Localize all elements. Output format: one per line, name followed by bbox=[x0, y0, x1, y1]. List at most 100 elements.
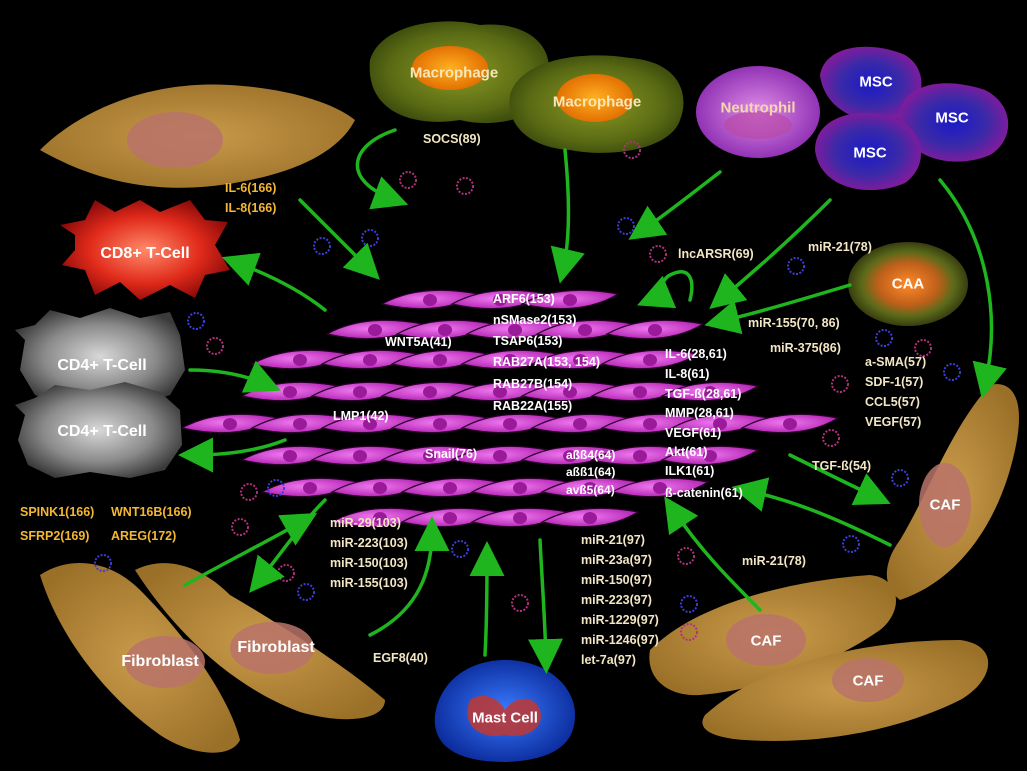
arrow-msc-to-tumor bbox=[709, 198, 832, 309]
arrow-msc-to-caf bbox=[938, 178, 1007, 399]
msc-cell-1 bbox=[820, 46, 922, 122]
mirna-left-item: miR-155(103) bbox=[330, 576, 408, 590]
arrow-neutrophil-to-tumor bbox=[628, 170, 722, 240]
arrow-mast-to-tumor bbox=[469, 541, 505, 657]
vesicle bbox=[677, 547, 695, 565]
arrow-caf-to-tumor bbox=[731, 477, 892, 547]
neutrophil-cell bbox=[696, 66, 820, 158]
lmp1-label: LMP1(42) bbox=[333, 409, 389, 423]
mirna-mast-item: miR-223(97) bbox=[581, 593, 652, 607]
msc-label-1: MSC bbox=[859, 73, 893, 91]
tumor-cell bbox=[540, 507, 640, 528]
arrow-tumor-to-cd8 bbox=[221, 252, 327, 312]
mirna-mast-item: miR-150(97) bbox=[581, 573, 652, 587]
vesicle bbox=[277, 564, 295, 582]
vesicle bbox=[361, 229, 379, 247]
arrow-caf-bottom-to-tumor bbox=[664, 496, 762, 612]
vesicle bbox=[914, 339, 932, 357]
tumor-cell bbox=[605, 319, 705, 340]
vesicle bbox=[891, 469, 909, 487]
tumor-cell bbox=[610, 477, 710, 498]
cd8-tcell bbox=[60, 200, 230, 300]
arrow-fibroblast-to-tumor-bottom bbox=[183, 513, 318, 587]
arrow-macrophage-to-vesicles bbox=[355, 128, 409, 210]
caf-bottom-right bbox=[702, 640, 989, 741]
spink1-label: SPINK1(166) bbox=[20, 505, 95, 519]
vesicle bbox=[267, 479, 285, 497]
vesicle bbox=[456, 177, 474, 195]
asma-label: a-SMA(57) bbox=[865, 355, 927, 369]
mirna-list-left: miR-29(103) miR-223(103) miR-150(103) mi… bbox=[330, 513, 408, 593]
vesicle bbox=[399, 171, 417, 189]
cd4-tcell-label-2: CD4+ T-Cell bbox=[57, 423, 147, 440]
mirna-list-mast: miR-21(97) miR-23a(97) miR-150(97) miR-2… bbox=[581, 530, 659, 670]
caf-bottom-center bbox=[649, 575, 897, 696]
cd4-tcell-label-1: CD4+ T-Cell bbox=[57, 357, 147, 374]
macrophage-cell-1 bbox=[369, 21, 549, 124]
integrin-ab4-label: aßß4(64) bbox=[566, 448, 616, 462]
vesicle bbox=[94, 554, 112, 572]
tumor-cell bbox=[660, 445, 760, 466]
macrophage-cell-2 bbox=[509, 55, 684, 153]
mirna-mast-item: let-7a(97) bbox=[581, 653, 636, 667]
vesicle bbox=[649, 245, 667, 263]
caf-label-1: CAF bbox=[929, 496, 961, 514]
rab27b-label: RAB27B(154) bbox=[493, 377, 573, 391]
cd4-tcell-1 bbox=[15, 308, 185, 405]
caa-label: CAA bbox=[891, 275, 925, 293]
vesicle bbox=[617, 217, 635, 235]
arrow-tumor-to-mast bbox=[527, 538, 563, 674]
arf6-label: ARF6(153) bbox=[493, 292, 555, 306]
ilk1-label: ILK1(61) bbox=[665, 464, 715, 478]
msc-label-2: MSC bbox=[935, 109, 969, 127]
vesicle bbox=[187, 312, 205, 330]
mast-cell-label: Mast Cell bbox=[472, 709, 538, 727]
vegf57-label: VEGF(57) bbox=[865, 415, 922, 429]
cd8-tcell-label: CD8+ T-Cell bbox=[100, 245, 190, 262]
integrin-ab1-label: aßß1(64) bbox=[566, 465, 616, 479]
egf8-label: EGF8(40) bbox=[373, 651, 428, 665]
neutrophil-label: Neutrophil bbox=[720, 99, 796, 117]
caf-label-2: CAF bbox=[750, 632, 782, 650]
cd4-tcell-2 bbox=[15, 382, 182, 478]
msc-label-3: MSC bbox=[853, 144, 887, 162]
vesicle bbox=[842, 535, 860, 553]
vesicle bbox=[313, 237, 331, 255]
mir375-label: miR-375(86) bbox=[770, 341, 841, 355]
vesicle bbox=[831, 375, 849, 393]
vesicle bbox=[240, 483, 258, 501]
vesicle bbox=[623, 141, 641, 159]
arrow-caa-to-tumor bbox=[704, 283, 852, 335]
fibroblast-top-left bbox=[40, 84, 355, 188]
arrow-tumor-to-fibroblast bbox=[249, 498, 327, 593]
tgfb54-label: TGF-ß(54) bbox=[812, 459, 872, 473]
mir21-78-top-label: miR-21(78) bbox=[808, 240, 872, 254]
il6-166-label: IL-6(166) bbox=[225, 181, 277, 195]
arrow-macrophage2-to-tumor bbox=[550, 148, 585, 284]
msc-cell-2 bbox=[898, 83, 1009, 162]
macrophage-label-1: Macrophage bbox=[409, 64, 499, 82]
vesicle bbox=[822, 429, 840, 447]
mirna-left-item: miR-150(103) bbox=[330, 556, 408, 570]
tumor-cell bbox=[520, 289, 620, 310]
vesicle bbox=[451, 540, 469, 558]
mirna-mast-item: miR-23a(97) bbox=[581, 553, 652, 567]
rab22a-label: RAB22A(155) bbox=[493, 399, 573, 413]
arrow-tumor-to-caf bbox=[788, 453, 891, 506]
caa-cell bbox=[848, 242, 968, 326]
arrow-cd4-to-tumor bbox=[188, 360, 281, 393]
arrow-fibroblast-to-tumor bbox=[298, 198, 380, 280]
vesicle bbox=[680, 595, 698, 613]
rab27a-label: RAB27A(153, 154) bbox=[493, 355, 600, 369]
arrow-fibroblast-egf8-to-tumor bbox=[368, 516, 450, 637]
tumor-cell bbox=[740, 413, 840, 434]
arrow-lncarsr-loop bbox=[637, 270, 694, 309]
vesicle bbox=[297, 583, 315, 601]
il6-label: IL-6(28,61) bbox=[665, 347, 727, 361]
fibroblast-bottom-left-2 bbox=[135, 563, 385, 720]
fibroblast-label-2: Fibroblast bbox=[237, 639, 315, 656]
mast-cell bbox=[434, 660, 575, 762]
caf-label-3: CAF bbox=[852, 672, 884, 690]
integrin-avb5-label: avß5(64) bbox=[566, 483, 615, 497]
